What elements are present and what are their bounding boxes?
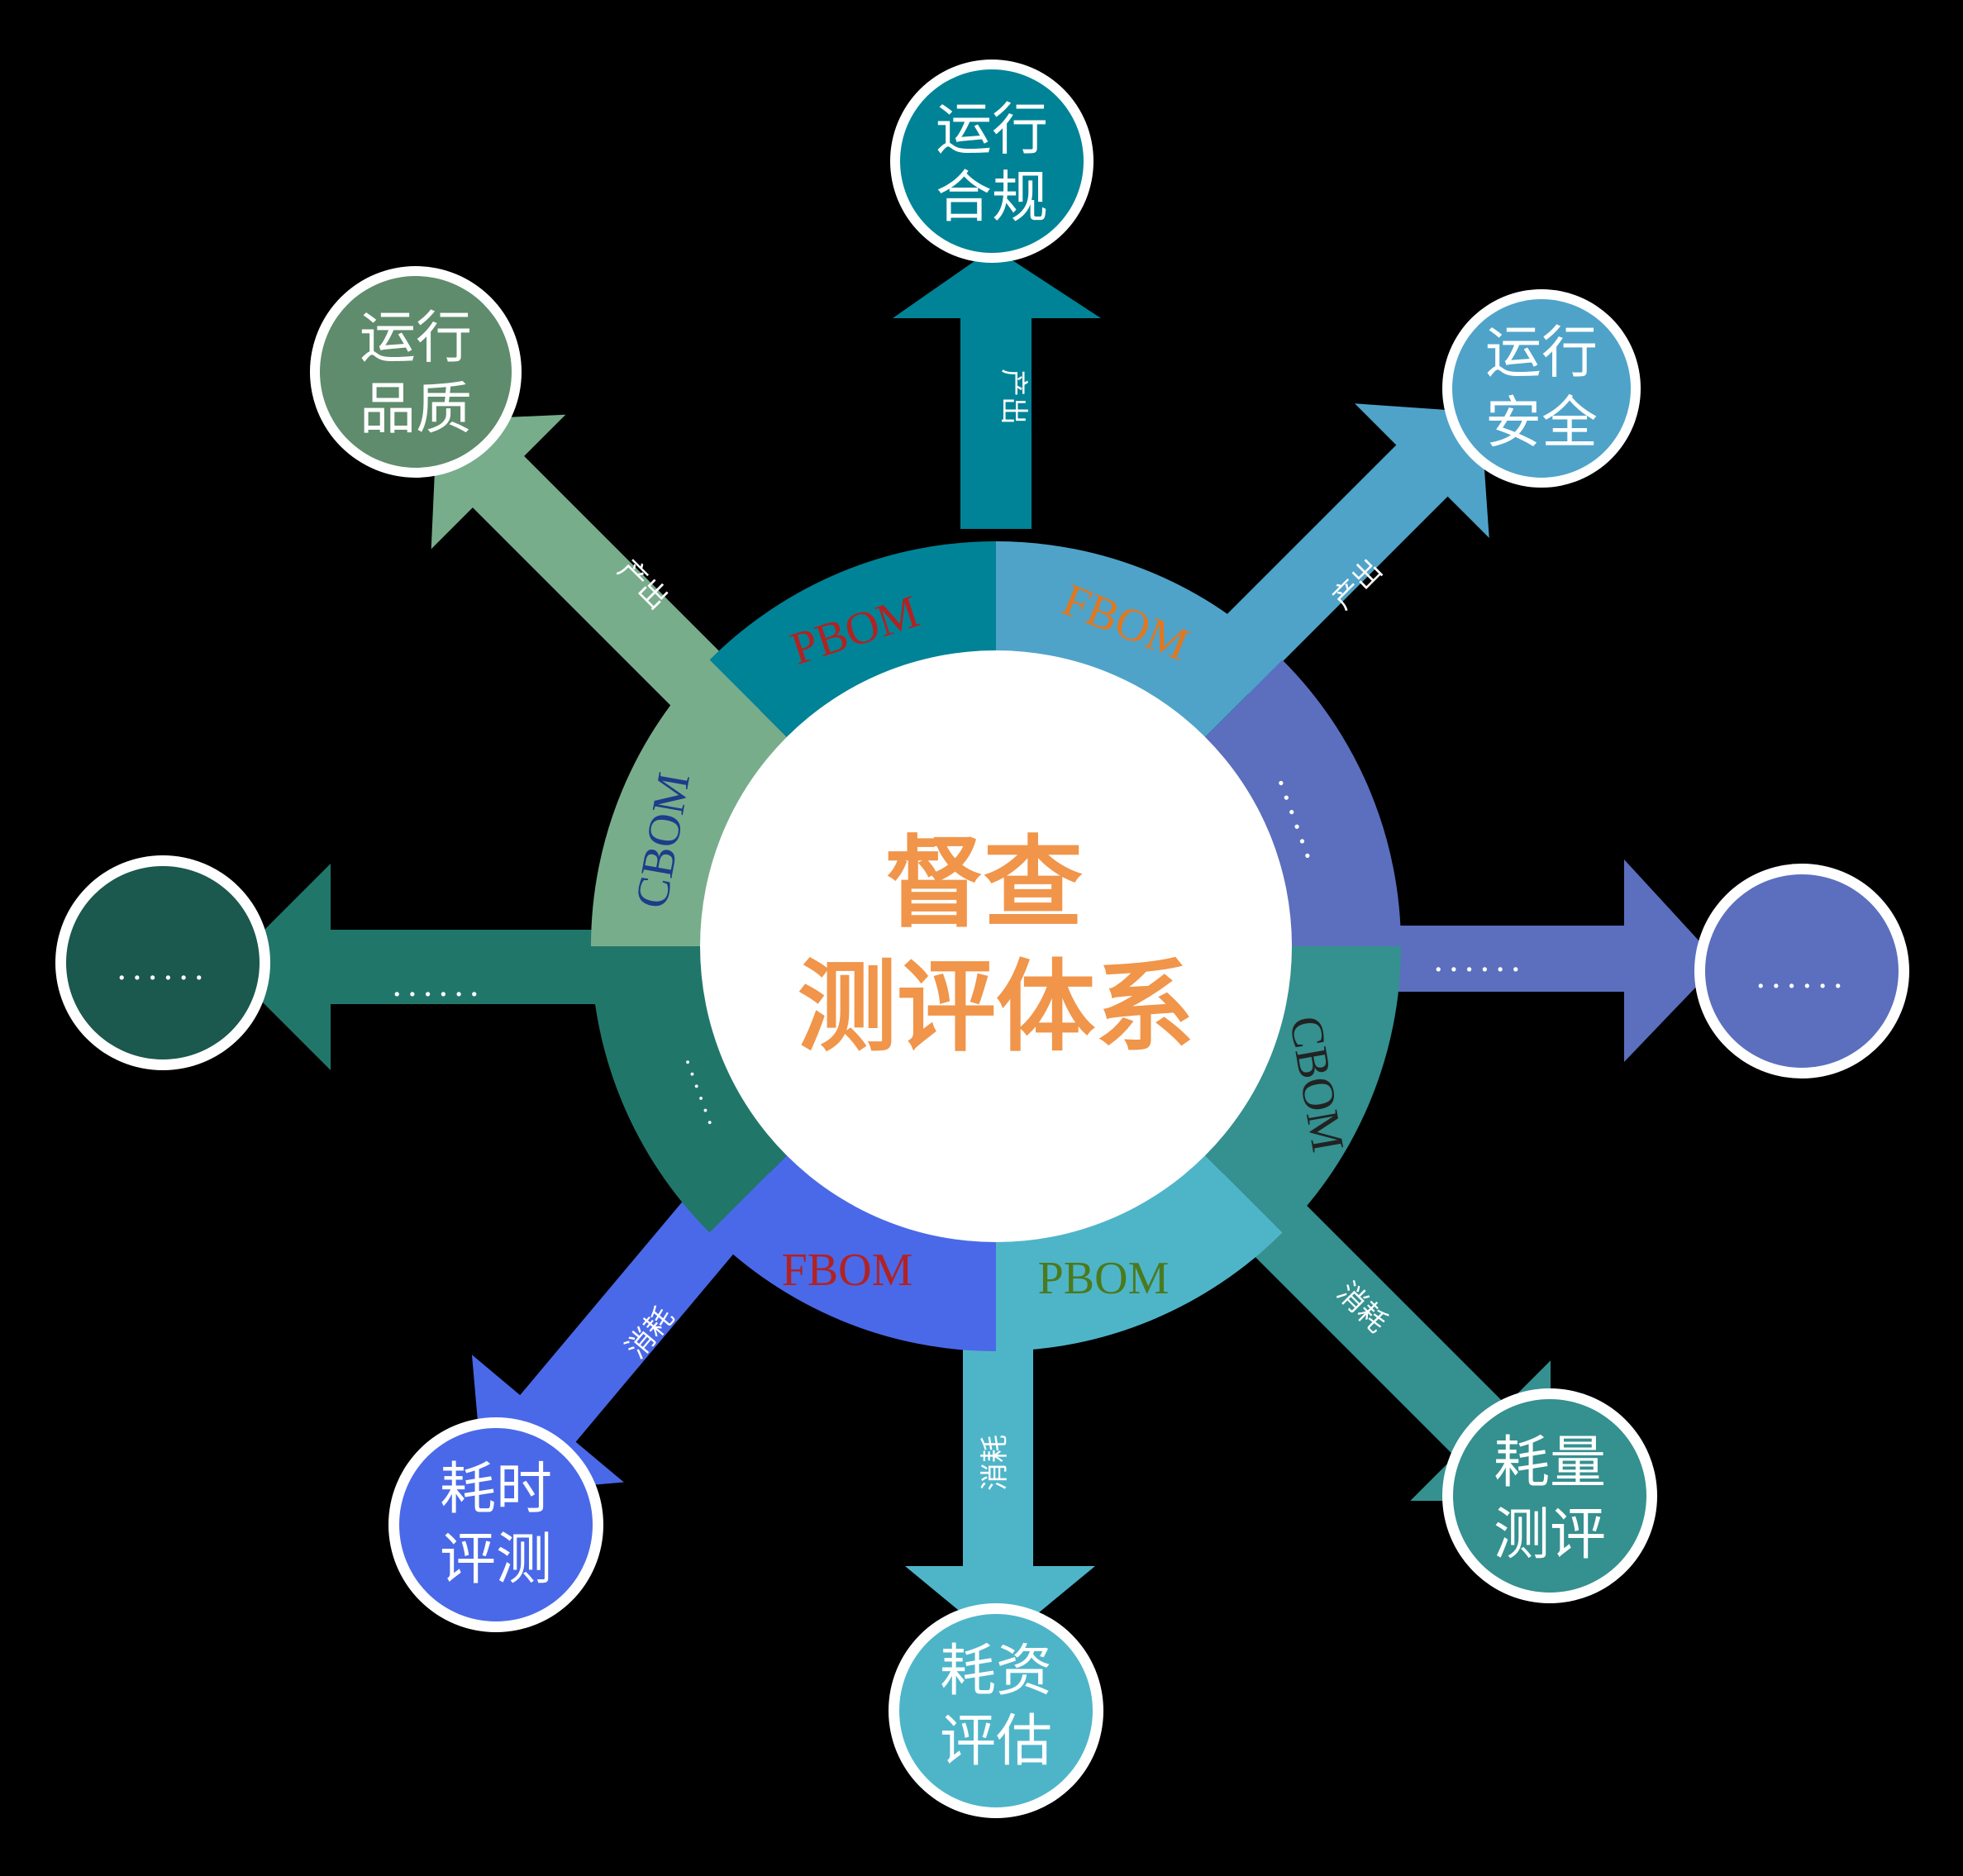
center-circle (700, 650, 1292, 1242)
node-bottom-left-line2: 评测 (440, 1527, 552, 1593)
node-bottom-right-line2: 测评 (1494, 1502, 1606, 1568)
arrow-up-label: 产出 (997, 369, 1030, 425)
ring-segment-right-lower (1203, 946, 1401, 1233)
node-bottom-right[interactable]: 耗量 测评 (1442, 1388, 1657, 1603)
arrow-left (227, 864, 595, 1070)
node-bottom[interactable]: 耗资 评估 (889, 1603, 1103, 1818)
node-right[interactable]: ...... (1694, 864, 1909, 1078)
ring-segment-bottom-left (709, 1154, 996, 1351)
arrow-right (1339, 859, 1719, 1062)
node-bottom-left[interactable]: 耗时 评测 (388, 1417, 603, 1632)
node-top-right-line1: 运行 (1485, 321, 1598, 386)
bom-ring (591, 541, 1401, 1351)
center-title-line2: 测评体系 (798, 950, 1194, 1065)
node-top-right[interactable]: 运行 安全 (1442, 289, 1641, 488)
arrow-down-consume (905, 1322, 1095, 1645)
node-left[interactable]: ...... (55, 855, 270, 1070)
arrow-down-right-consume (1197, 1147, 1551, 1501)
ring-segment-left-upper (591, 659, 789, 946)
node-top-left[interactable]: 运行 品质 (310, 266, 522, 478)
ring-segment-top-right (996, 541, 1283, 739)
node-group: 运行 合规 运行 安全 运行 品质 ...... ...... (55, 60, 1909, 1818)
ring-segment-bottom-right (996, 1154, 1283, 1351)
arrow-up-left-output (431, 414, 770, 754)
node-bottom-right-line1: 耗量 (1494, 1431, 1606, 1496)
arrow-right-label: ...... (1433, 941, 1526, 979)
arrow-left-label: ...... (392, 966, 484, 1004)
node-top-left-line1: 运行 (360, 306, 472, 371)
ring-segment-right-upper (1203, 659, 1401, 946)
ring-segment-left-lower (591, 946, 789, 1233)
node-top-line2: 合规 (936, 165, 1048, 231)
node-left-label: ...... (117, 950, 209, 988)
ring-segment-top-left (709, 541, 996, 739)
node-top[interactable]: 运行 合规 (890, 60, 1093, 263)
node-top-left-line2: 品质 (360, 377, 472, 442)
center-title-line1: 督查 (884, 826, 1083, 941)
arrow-up-output (893, 248, 1101, 529)
node-bottom-line1: 耗资 (940, 1639, 1052, 1704)
ring-label-pbom-bottom: PBOM (1038, 1253, 1170, 1304)
node-top-right-line2: 安全 (1485, 391, 1598, 456)
node-bottom-left-line1: 耗时 (440, 1457, 552, 1522)
node-right-label: ...... (1756, 958, 1848, 996)
node-bottom-line2: 评估 (940, 1709, 1052, 1774)
node-top-line1: 运行 (936, 98, 1048, 163)
ring-label-fbom-bottom: FBOM (782, 1245, 913, 1296)
arrow-down-label: 消耗 (979, 1435, 1012, 1491)
arrow-up-right-output (1197, 403, 1489, 696)
